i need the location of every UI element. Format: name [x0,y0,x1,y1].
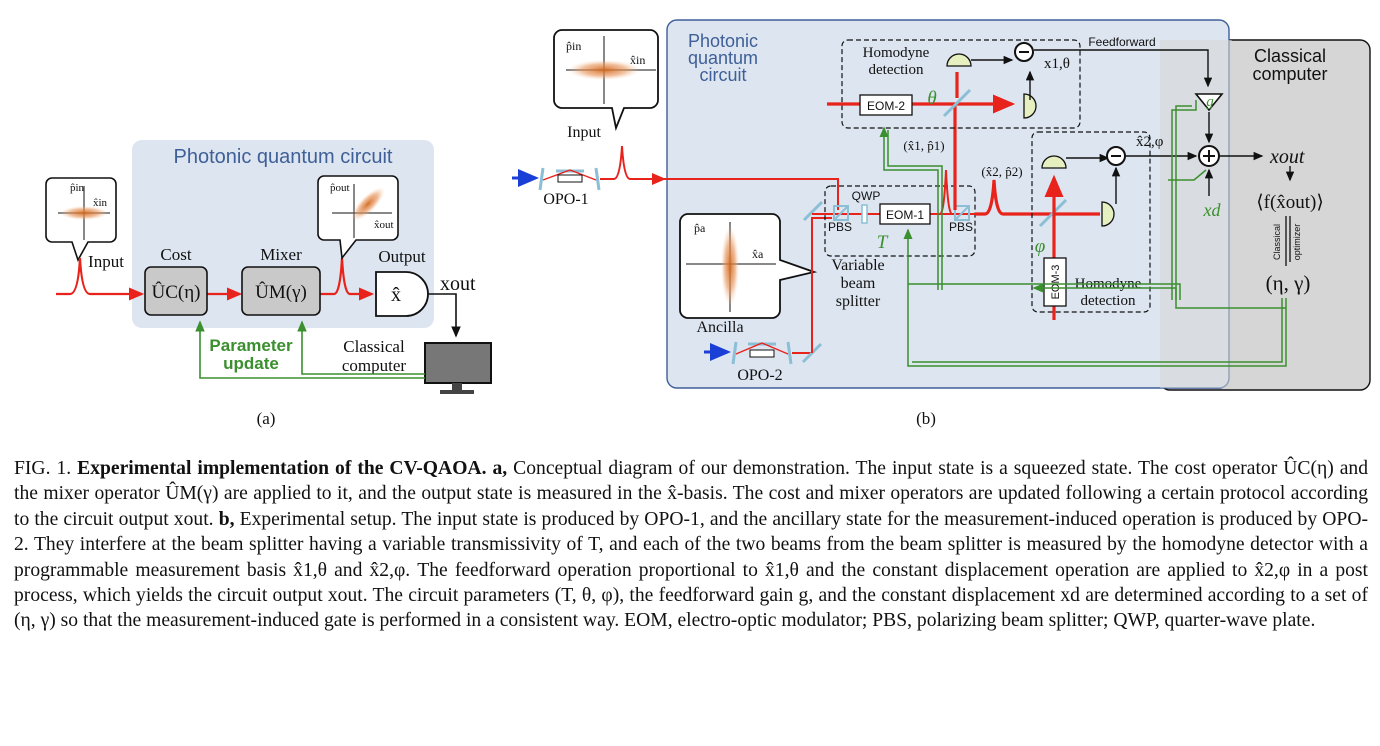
homodyne-right-box [1031,131,1151,313]
hd-top-2: detection [869,62,924,78]
pbs-right-label: PBS [949,220,973,234]
cost-operator-box [144,266,208,316]
circuit-title-b2: quantum [688,48,758,68]
vbs-label-3: splitter [836,293,881,310]
ancilla-bubble [679,213,818,319]
opo2-label: OPO-2 [737,367,782,384]
pbs-left [833,205,849,221]
feedforward-label: Feedforward [1088,35,1155,49]
classical-label-a1: Classical [343,337,405,356]
opo2-cavity [731,341,793,365]
classical-label-b2: computer [1252,64,1327,84]
x2p2-label: (x̂2, p̂2) [981,164,1022,179]
cost-label: Cost [160,245,191,264]
optimizer-label-1: Classical [1272,224,1282,260]
measurement-icon [375,271,429,317]
hd-right-2: detection [1081,293,1136,309]
eom1-label: EOM-1 [886,208,924,222]
gain-triangle-icon [1194,93,1224,112]
optimizer-label-2: optimizer [1292,224,1302,261]
params-label: (η, γ) [1266,271,1311,295]
mixer-operator: ÛM(γ) [255,281,307,303]
input-axis-p: p̂in [70,182,85,194]
qwp-label: QWP [852,189,881,203]
classical-label-b1: Classical [1254,46,1326,66]
input-state-icon-b [568,60,640,80]
caption-title: Experimental implementation of the CV-QA… [77,458,487,479]
input-axis-x: x̂in [93,197,108,209]
figure-caption: FIG. 1. Experimental implementation of t… [14,456,1368,634]
input-axis-x-b: x̂in [630,53,645,67]
xout-b: xout [1269,146,1305,168]
detector-top-2 [1023,93,1037,119]
x1p1-label: (x̂1, p̂1) [903,138,944,153]
homodyne-top-box [841,39,1081,129]
caption-b-text: Experimental setup. The input state is p… [14,508,1368,632]
detector-top-1 [946,53,972,67]
x2phi-label: x̂2,φ [1136,134,1164,150]
anc-axis-p: p̂a [694,221,706,235]
eom2-box [859,94,913,116]
param-update-1: Parameter [209,336,293,355]
vbs-label-1: Variable [831,257,884,274]
measure-symbol: x̂ [391,284,401,306]
pbs-right [954,205,970,221]
cost-operator: ÛC(η) [152,281,201,303]
caption-b: (b) [916,409,936,428]
pbs-left-label: PBS [828,220,852,234]
f-expr: ⟨f(x̂out)⟩ [1256,192,1324,213]
mixer-label: Mixer [260,245,302,264]
eom2-label: EOM-2 [867,99,905,113]
caption-a-text: Conceptual diagram of our demonstration.… [14,458,1368,530]
opo1-cavity [538,167,601,191]
caption-a-marker: a, [492,458,508,479]
g-label: g [1206,94,1214,110]
figure-diagram: Photonic quantum circuit p̂in x̂in Input… [45,19,1371,428]
anc-axis-x: x̂a [752,247,764,261]
param-update-2: update [223,354,279,373]
monitor-icon [424,342,492,394]
hd-top-1: Homodyne [863,45,930,61]
panel-a: Photonic quantum circuit p̂in x̂in Input… [45,140,492,428]
output-axis-x: x̂out [374,219,394,231]
output-axis-p: p̂out [330,182,350,194]
circuit-title-b1: Photonic [688,31,758,51]
eom3-box [1043,257,1067,307]
circuit-title-b3: circuit [699,65,746,85]
vbs-label-2: beam [841,275,876,292]
squeezed-state-icon [60,206,108,220]
caption-b-marker: b, [218,508,235,530]
opo1-label: OPO-1 [543,191,588,208]
t-label: T [877,232,889,253]
panel-b: Classical computer Photonic quantum circ… [512,19,1371,428]
ancilla-label: Ancilla [696,319,743,336]
circuit-title-a: Photonic quantum circuit [173,146,392,168]
ancilla-state-icon [721,226,739,306]
detector-right-2 [1101,201,1115,227]
input-axis-p-b: p̂in [566,39,581,53]
input-label-a: Input [88,252,124,271]
caption-fig: FIG. 1. [14,458,72,479]
caption-a: (a) [257,409,276,428]
input-label-b: Input [567,124,601,141]
x1theta-label: x1,θ [1044,56,1070,72]
eom1-box [879,203,931,225]
theta-label: θ [927,88,936,109]
xd-label: xd [1203,200,1222,220]
eom3-label: EOM-3 [1050,265,1062,300]
xout-a: xout [440,273,476,295]
classical-label-a2: computer [342,356,407,375]
output-state-icon [351,187,385,221]
output-label-a: Output [378,247,426,266]
detector-right-1 [1041,155,1067,169]
mixer-operator-box [241,266,321,316]
qwp-plate [861,204,868,224]
variable-beam-splitter-box [824,185,976,257]
phi-label: φ [1035,236,1046,257]
